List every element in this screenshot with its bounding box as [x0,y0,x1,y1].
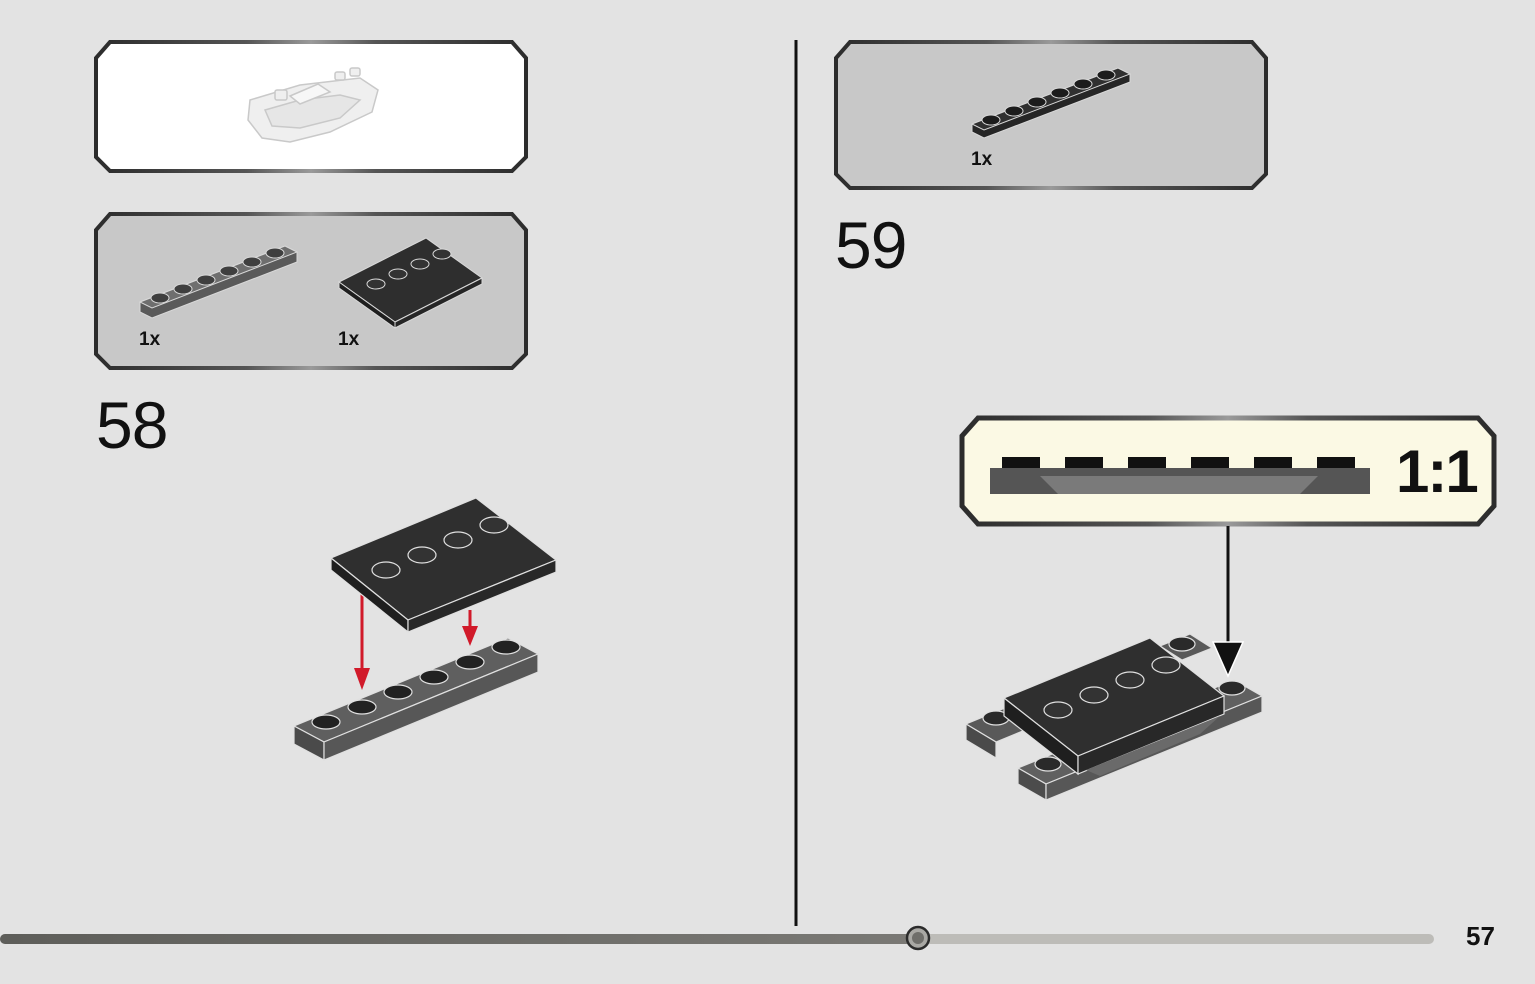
placement-arrows [354,594,478,690]
step-58-part-1-qty: 1x [139,329,161,350]
placement-arrow-black [1211,526,1245,678]
tile-2x4-studs-black-icon [338,237,483,329]
plate-1x6-dark-grey-icon [138,245,299,319]
model-preview-box [94,40,528,173]
step-58-assembly [292,497,558,761]
progress-bar-fill [0,934,918,944]
scale-label: 1:1 [1396,438,1479,505]
step-58-parts-callout [94,212,528,370]
step-59-number: 59 [835,208,907,282]
scale-plate-1x6 [990,457,1370,494]
step-59-part-1-qty: 1x [971,149,993,170]
step-59-parts-callout [834,40,1268,190]
page-number: 57 [1466,921,1495,951]
assembly-plate-1x6 [292,637,540,761]
scale-callout [959,415,1497,527]
model-preview-image [247,67,379,143]
step-58-part-2-qty: 1x [338,329,360,350]
step-59-assembly [964,633,1264,802]
plate-1x6-black-icon [970,67,1132,139]
assembly-tile-2x4 [329,497,558,634]
step-58-number: 58 [96,388,168,462]
progress-bar [0,925,1434,951]
